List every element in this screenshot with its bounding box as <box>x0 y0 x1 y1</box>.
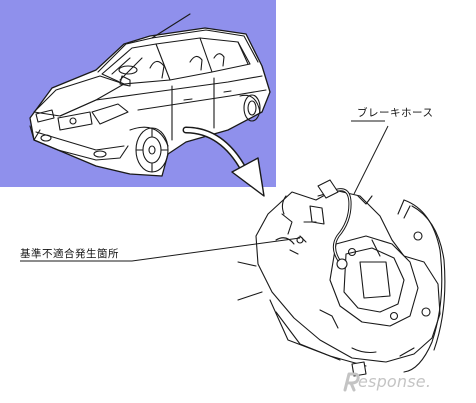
response-watermark: esponse. <box>342 370 462 396</box>
brake-hose-leader <box>353 125 389 195</box>
hatchback-car-illustration <box>29 13 271 177</box>
response-logo-icon <box>343 372 360 392</box>
nonconformity-leader <box>20 237 301 262</box>
watermark-brand-text: esponse. <box>358 372 432 391</box>
brake-caliper-illustration <box>237 179 446 377</box>
curved-arrow-icon <box>182 126 265 197</box>
callout-leaders <box>20 120 389 262</box>
nonconformity-site-label: 基準不適合発生箇所 <box>20 248 119 260</box>
brake-hose-label: ブレーキホース <box>357 107 434 119</box>
